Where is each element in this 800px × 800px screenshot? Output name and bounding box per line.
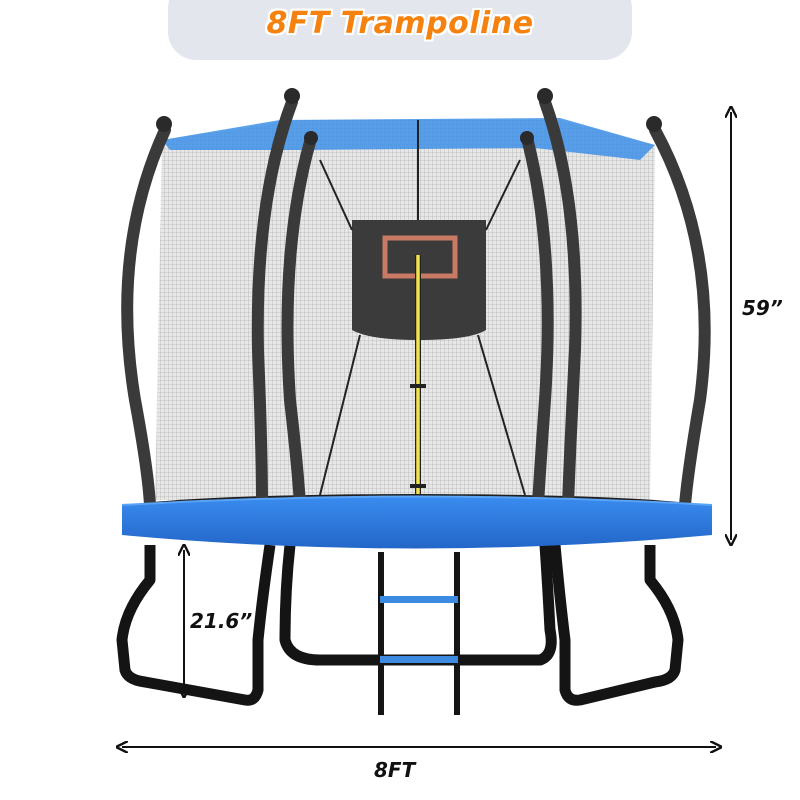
title-banner [168, 0, 632, 60]
enclosure-poles [121, 96, 711, 511]
page-title: 8FT Trampoline [266, 6, 534, 41]
frame-pad [121, 495, 713, 549]
ladder [378, 552, 460, 715]
pole-caps [156, 88, 662, 145]
height-dimension-label: 59” [742, 296, 783, 320]
width-dimension-label: 8FT [374, 758, 416, 782]
leg-height-dimension-label: 21.6” [190, 609, 253, 633]
